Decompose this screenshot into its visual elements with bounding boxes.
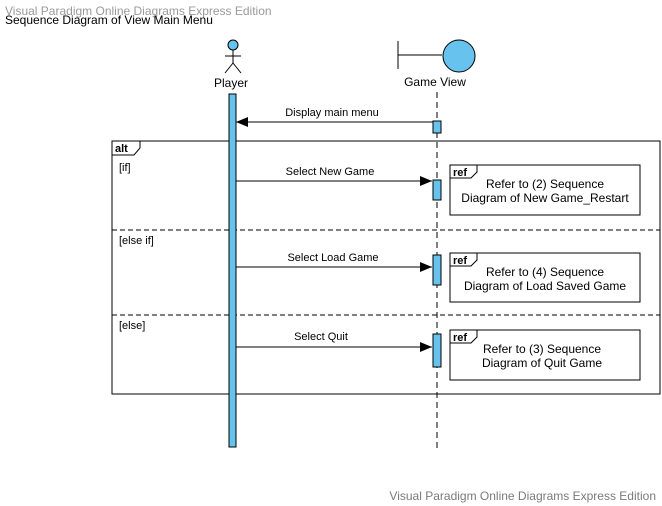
ref-load-game[interactable]: ref Refer to (4) Sequence Diagram of Loa… (449, 252, 641, 303)
ref-frame (449, 164, 641, 216)
ref-quit-game[interactable]: ref Refer to (3) Sequence Diagram of Qui… (449, 329, 641, 381)
player-activation-bar[interactable] (228, 93, 237, 448)
bottom-watermark: Visual Paradigm Online Diagrams Express … (389, 489, 656, 503)
ref-text-line1: Refer to (2) Sequence (486, 177, 604, 191)
top-watermark: Visual Paradigm Online Diagrams Express … (5, 4, 272, 18)
ref-tag: ref (453, 255, 467, 267)
message-label: Select Load Game (287, 252, 378, 264)
alt-operator-label: alt (115, 143, 128, 155)
game-view-activation-quit[interactable] (432, 333, 442, 368)
game-view-label: Game View (404, 75, 466, 89)
ref-text-line2: Diagram of New Game_Restart (461, 191, 629, 205)
boundary-icon (397, 39, 476, 73)
ref-tab (449, 329, 478, 344)
message-select-load-game[interactable]: Select Load Game (236, 252, 432, 272)
game-view-activation-display[interactable] (432, 120, 442, 134)
message-select-new-game[interactable]: Select New Game (236, 166, 432, 186)
player-label: Player (214, 76, 248, 90)
ref-tab (449, 252, 478, 267)
alt-operator-tab (111, 140, 141, 156)
game-view-activation-new-game[interactable] (432, 179, 442, 201)
guard-if: [if] (119, 162, 131, 174)
ref-text-line1: Refer to (3) Sequence (483, 342, 601, 356)
game-view-boundary[interactable]: Game View (397, 39, 476, 89)
message-select-quit[interactable]: Select Quit (236, 331, 432, 352)
ref-text-line1: Refer to (4) Sequence (486, 265, 604, 279)
game-view-activation-load-game[interactable] (432, 254, 442, 286)
ref-text-line2: Diagram of Quit Game (482, 356, 602, 370)
diagram-title: Sequence Diagram of View Main Menu (5, 13, 213, 27)
ref-frame (449, 252, 641, 303)
message-label: Display main menu (285, 107, 379, 119)
alt-fragment[interactable]: alt [if] [else if] [else] (111, 140, 661, 395)
ref-tag: ref (453, 332, 467, 344)
ref-frame (449, 329, 641, 381)
ref-text-line2: Diagram of Load Saved Game (464, 279, 626, 293)
message-label: Select New Game (286, 166, 375, 178)
guard-else: [else] (119, 320, 145, 332)
actor-icon (224, 39, 242, 74)
ref-new-game[interactable]: ref Refer to (2) Sequence Diagram of New… (449, 164, 641, 216)
message-label: Select Quit (294, 331, 348, 343)
guard-else-if: [else if] (119, 235, 154, 247)
player-actor[interactable]: Player (214, 39, 248, 90)
ref-tag: ref (453, 167, 467, 179)
ref-tab (449, 164, 478, 179)
message-display-main-menu[interactable]: Display main menu (236, 107, 433, 127)
alt-fragment-frame (111, 140, 661, 395)
